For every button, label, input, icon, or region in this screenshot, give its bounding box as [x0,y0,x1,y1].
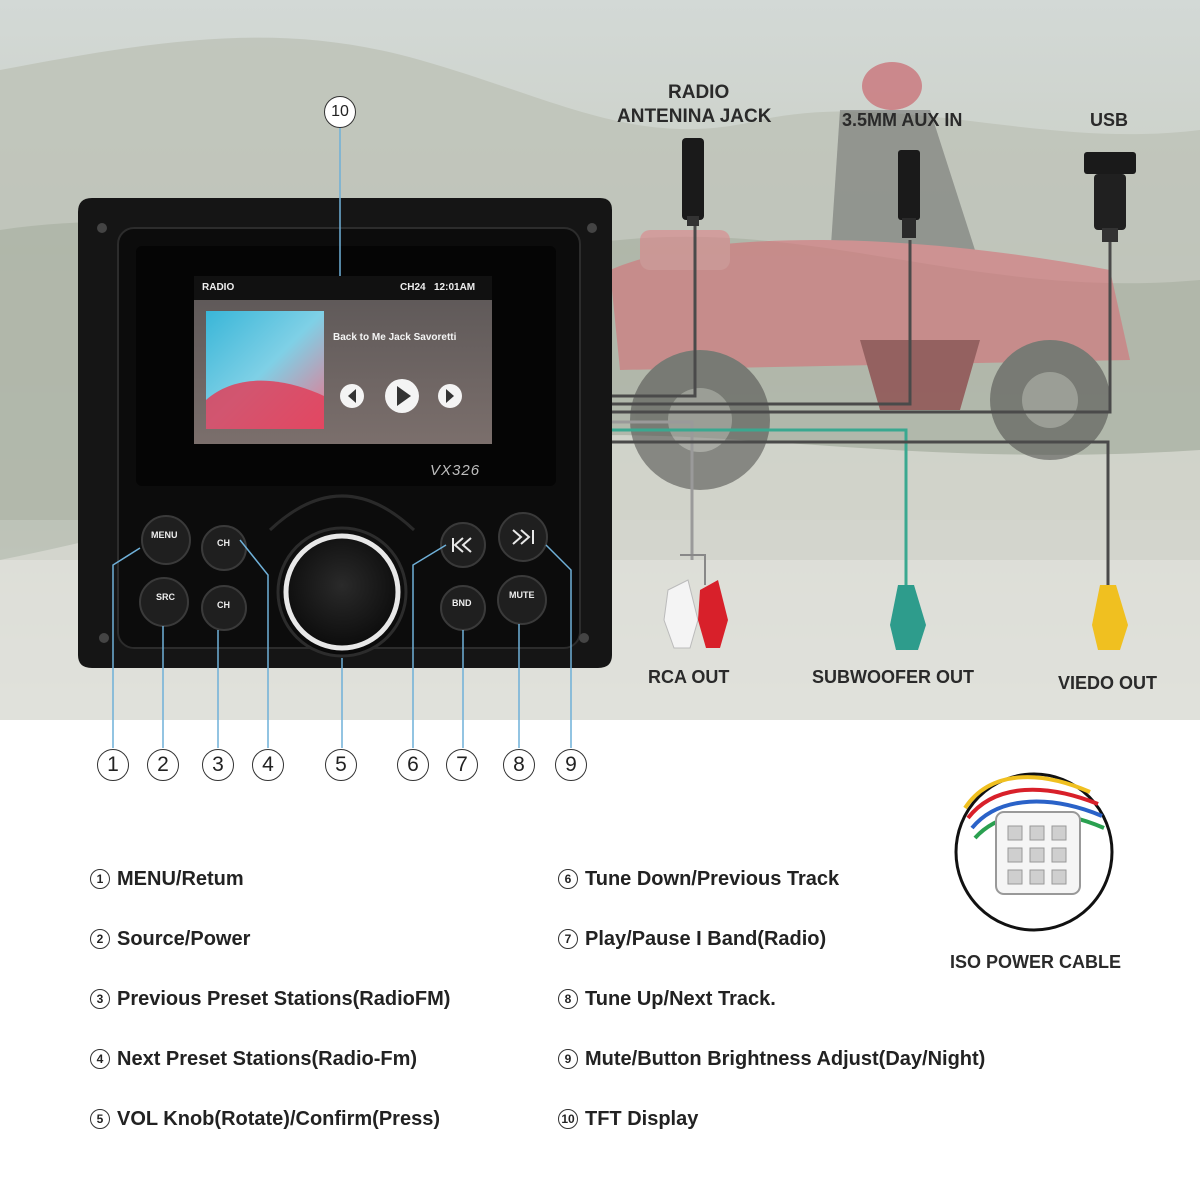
screen-channel: CH24 [400,282,426,293]
legend-text: Play/Pause I Band(Radio) [585,928,827,950]
rca-out-label: RCA OUT [648,667,730,687]
subwoofer-out-label: SUBWOOFER OUT [812,667,974,687]
mute-button[interactable] [497,575,547,625]
legend-number: 2 [90,929,110,949]
legend-item-2: 2 Source/Power [90,928,250,951]
legend-item-4: 4 Next Preset Stations(Radio-Fm) [90,1048,417,1071]
cable-wiring [605,215,1112,585]
model-name: VX326 [430,462,481,479]
callout-9: 9 [555,749,587,781]
legend-text: Previous Preset Stations(RadioFM) [117,988,451,1010]
legend-number: 3 [90,989,110,1009]
legend-text: MENU/Retum [117,868,244,890]
legend-item-7: 7 Play/Pause I Band(Radio) [558,928,826,951]
usb-label: USB [1090,110,1129,130]
legend-number: 1 [90,869,110,889]
callout-5: 5 [325,749,357,781]
legend-item-8: 8 Tune Up/Next Track. [558,988,776,1011]
control-buttons [139,512,548,631]
iso-power-cable-label: ISO POWER CABLE [950,952,1122,972]
legend-number: 6 [558,869,578,889]
band-button-label: BND [452,598,472,608]
screen-mode: RADIO [202,282,235,293]
rca-out-plugs [663,554,728,649]
legend-text: Source/Power [117,928,251,950]
screen-track-title: Back to Me Jack Savoretti [333,332,457,343]
callout-4: 4 [252,749,284,781]
ch-down-button-label: CH [217,600,230,610]
src-button-label: SRC [156,592,176,602]
atv-rider-photo [610,62,1130,490]
iso-power-cable [954,772,1114,932]
next-track-icon [512,529,534,545]
ch-up-button-label: CH [217,538,230,548]
legend-text: Next Preset Stations(Radio-Fm) [117,1048,418,1070]
mute-button-label: MUTE [509,590,535,600]
source-power-button[interactable] [139,577,189,627]
aux-in-connector [898,150,920,238]
legend-number: 8 [558,989,578,1009]
menu-button-label: MENU [151,530,178,540]
callout-2: 2 [147,749,179,781]
callout-3: 3 [202,749,234,781]
ch-down-button[interactable] [201,585,247,631]
video-out-plug [1092,585,1128,650]
legend-number: 9 [558,1049,578,1069]
legend-text: Tune Up/Next Track. [585,988,776,1010]
video-out-label: VIEDO OUT [1058,673,1158,693]
callout-6: 6 [397,749,429,781]
callout-7: 7 [446,749,478,781]
previous-track-icon [452,537,472,553]
aux-in-label: 3.5MM AUX IN [842,110,963,130]
legend-number: 10 [558,1109,578,1129]
subwoofer-out-plug [890,585,926,650]
legend-item-1: 1 MENU/Retum [90,868,244,891]
legend-item-10: 10 TFT Display [558,1108,698,1131]
callout-10: 10 [324,96,356,128]
legend-item-5: 5 VOL Knob(Rotate)/Confirm(Press) [90,1108,440,1131]
screen-time: 12:01AM [434,282,476,293]
callout-1: 1 [97,749,129,781]
antenna-jack-connector [682,138,704,226]
volume-knob[interactable] [268,494,416,658]
legend-text: VOL Knob(Rotate)/Confirm(Press) [117,1108,440,1130]
radio-antenna-label-line2: ANTENINA JACK [617,106,772,127]
legend-number: 5 [90,1109,110,1129]
callout-lines [112,128,572,748]
tft-display [194,276,492,444]
legend-item-9: 9 Mute/Button Brightness Adjust(Day/Night… [558,1048,985,1071]
legend-text: Tune Down/Previous Track [585,868,840,890]
legend-text: TFT Display [585,1108,699,1130]
legend-item-6: 6 Tune Down/Previous Track [558,868,839,891]
legend-number: 7 [558,929,578,949]
legend-number: 4 [90,1049,110,1069]
legend-item-3: 3 Previous Preset Stations(RadioFM) [90,988,450,1011]
usb-connector [1084,152,1136,242]
legend-text: Mute/Button Brightness Adjust(Day/Night) [585,1048,986,1070]
radio-antenna-label-line1: RADIO [668,82,730,103]
next-track-button[interactable] [498,512,548,562]
ch-up-button[interactable] [201,525,247,571]
band-button[interactable] [440,585,486,631]
callout-8: 8 [503,749,535,781]
menu-button[interactable] [141,515,191,565]
